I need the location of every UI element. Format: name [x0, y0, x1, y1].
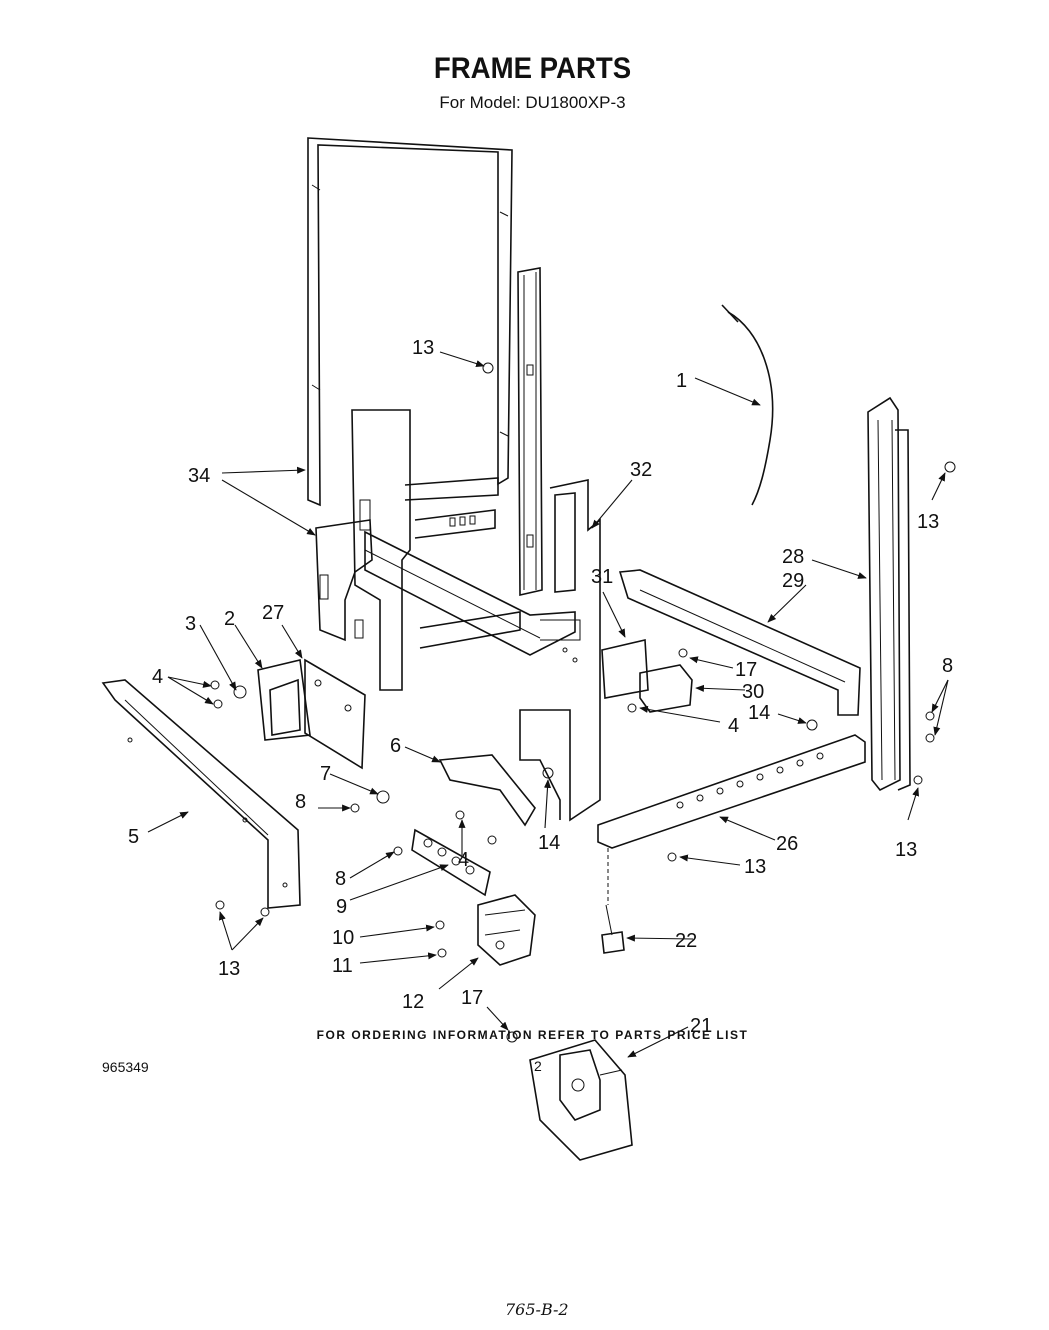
page-title: FRAME PARTS	[433, 52, 632, 85]
power-cord	[721, 304, 774, 506]
door-latch	[529, 1039, 633, 1161]
fasteners	[210, 362, 956, 1043]
callout-13: 13	[744, 856, 766, 878]
callout-22: 22	[675, 930, 697, 952]
leveling-leg	[601, 848, 625, 954]
cover-plate	[304, 658, 366, 770]
callout-4: 4	[458, 849, 469, 871]
callout-14: 14	[538, 832, 560, 854]
callout-2: 2	[224, 608, 235, 630]
callout-29: 29	[782, 570, 804, 592]
handwritten-reference: 765-B-2	[505, 1300, 569, 1319]
callout-13: 13	[412, 337, 434, 359]
right-vertical-post	[867, 396, 911, 792]
callout-7: 7	[320, 763, 331, 785]
callout-12: 12	[402, 991, 424, 1013]
document-number: 965349	[102, 1059, 149, 1075]
callout-14: 14	[748, 702, 770, 724]
callout-34: 34	[188, 465, 210, 487]
left-side-bracket	[315, 409, 411, 691]
cross-beam	[364, 509, 576, 656]
center-vertical-rail	[517, 267, 543, 597]
callout-4: 4	[152, 666, 163, 688]
terminal-block	[411, 828, 491, 897]
ordering-note: FOR ORDERING INFORMATION REFER TO PARTS …	[316, 1028, 749, 1042]
center-bracket	[438, 754, 536, 827]
callout-8: 8	[335, 868, 346, 890]
door-switch-assembly	[477, 894, 536, 966]
leveling-bracket	[601, 639, 649, 699]
right-top-rail	[618, 569, 861, 716]
callout-26: 26	[776, 833, 798, 855]
callout-1: 1	[676, 370, 687, 392]
left-toe-rail	[101, 679, 301, 909]
callout-5: 5	[128, 826, 139, 848]
callout-6: 6	[390, 735, 401, 757]
callout-13: 13	[895, 839, 917, 861]
right-side-frame	[519, 479, 601, 822]
callout-28: 28	[782, 546, 804, 568]
callout-17: 17	[735, 659, 757, 681]
callout-9: 9	[336, 896, 347, 918]
callout-4: 4	[728, 715, 739, 737]
upper-frame-panel	[307, 137, 513, 507]
callout-3: 3	[185, 613, 196, 635]
pressure-switch	[639, 664, 693, 713]
callout-13: 13	[917, 511, 939, 533]
callout-17: 17	[461, 987, 483, 1009]
callout-8: 8	[942, 655, 953, 677]
callout-11: 11	[332, 955, 353, 977]
lower-toe-rail	[597, 734, 866, 849]
callout-31: 31	[591, 566, 613, 588]
page-number: 2	[534, 1058, 542, 1074]
model-subtitle: For Model: DU1800XP-3	[439, 93, 626, 112]
callout-32: 32	[630, 459, 652, 481]
callout-30: 30	[742, 681, 764, 703]
callout-27: 27	[262, 602, 284, 624]
hinge-bracket	[257, 659, 311, 741]
callout-21: 21	[690, 1015, 712, 1037]
callout-10: 10	[332, 927, 354, 949]
leader-lines	[147, 351, 949, 1058]
callout-labels: 1 2 3 4 4 4 5 6 7 8 8 8 9 10 11 12 13 13…	[128, 337, 953, 1037]
callout-8: 8	[295, 791, 306, 813]
callout-13: 13	[218, 958, 240, 980]
